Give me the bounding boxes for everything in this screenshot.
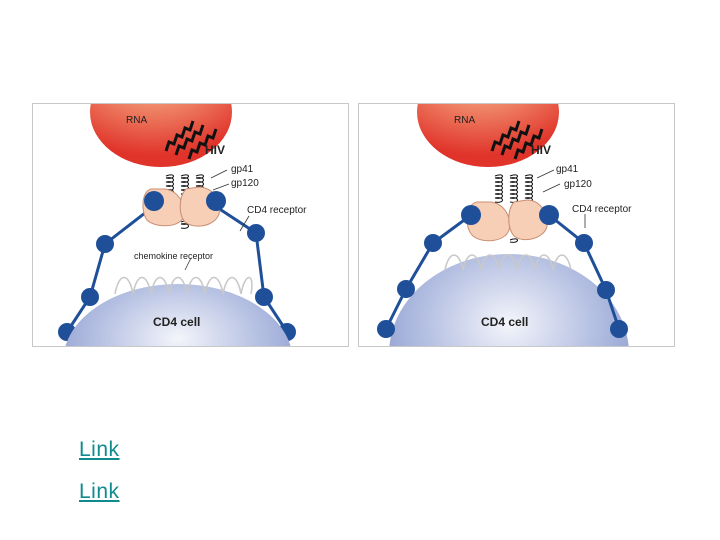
rna-label: RNA — [126, 115, 147, 126]
leader-lines — [536, 169, 586, 228]
gp41-label: gp41 — [556, 164, 579, 175]
link-1[interactable]: Link — [79, 438, 120, 461]
cd4-receptor-chain — [65, 204, 289, 333]
hiv-virus — [417, 104, 559, 167]
cd4-cell-label: CD4 cell — [481, 315, 528, 329]
rna-strands — [164, 120, 218, 160]
chemokine-receptor — [444, 254, 572, 271]
chain-beads — [58, 224, 296, 341]
hiv-label: HIV — [531, 143, 551, 157]
cd4-receptor-chain — [384, 213, 621, 330]
cd4-bead — [206, 191, 226, 211]
hiv-binding-diagram: RNA HIV gp41 gp120 CD4 receptor CD4 cell — [377, 104, 632, 346]
gp120-label: gp120 — [564, 179, 592, 190]
cd4-cell-label: CD4 cell — [153, 315, 200, 329]
cd4-cell — [65, 284, 291, 346]
chain-beads — [377, 234, 628, 338]
link-2[interactable]: Link — [79, 480, 120, 503]
leader-lines — [184, 169, 250, 271]
cd4-receptor-label: CD4 receptor — [247, 205, 307, 216]
cd4-receptor-label: CD4 receptor — [572, 204, 632, 215]
cd4-cell — [389, 254, 629, 346]
hiv-label: HIV — [205, 143, 225, 157]
chemokine-receptor — [114, 276, 253, 295]
diagram-panel-left: RNA HIV gp41 gp120 CD4 receptor chemokin… — [32, 103, 349, 347]
hiv-binding-diagram: RNA HIV gp41 gp120 CD4 receptor chemokin… — [58, 104, 307, 346]
diagram-panel-right: RNA HIV gp41 gp120 CD4 receptor CD4 cell — [358, 103, 675, 347]
cd4-bead — [461, 205, 481, 225]
gp120-label: gp120 — [231, 178, 259, 189]
rna-label: RNA — [454, 115, 475, 126]
gp41-coil — [494, 174, 533, 243]
cd4-bead — [144, 191, 164, 211]
cd4-bead — [539, 205, 559, 225]
chemokine-receptor-label: chemokine receptor — [134, 251, 213, 261]
gp41-label: gp41 — [231, 164, 254, 175]
rna-strands — [490, 120, 544, 160]
